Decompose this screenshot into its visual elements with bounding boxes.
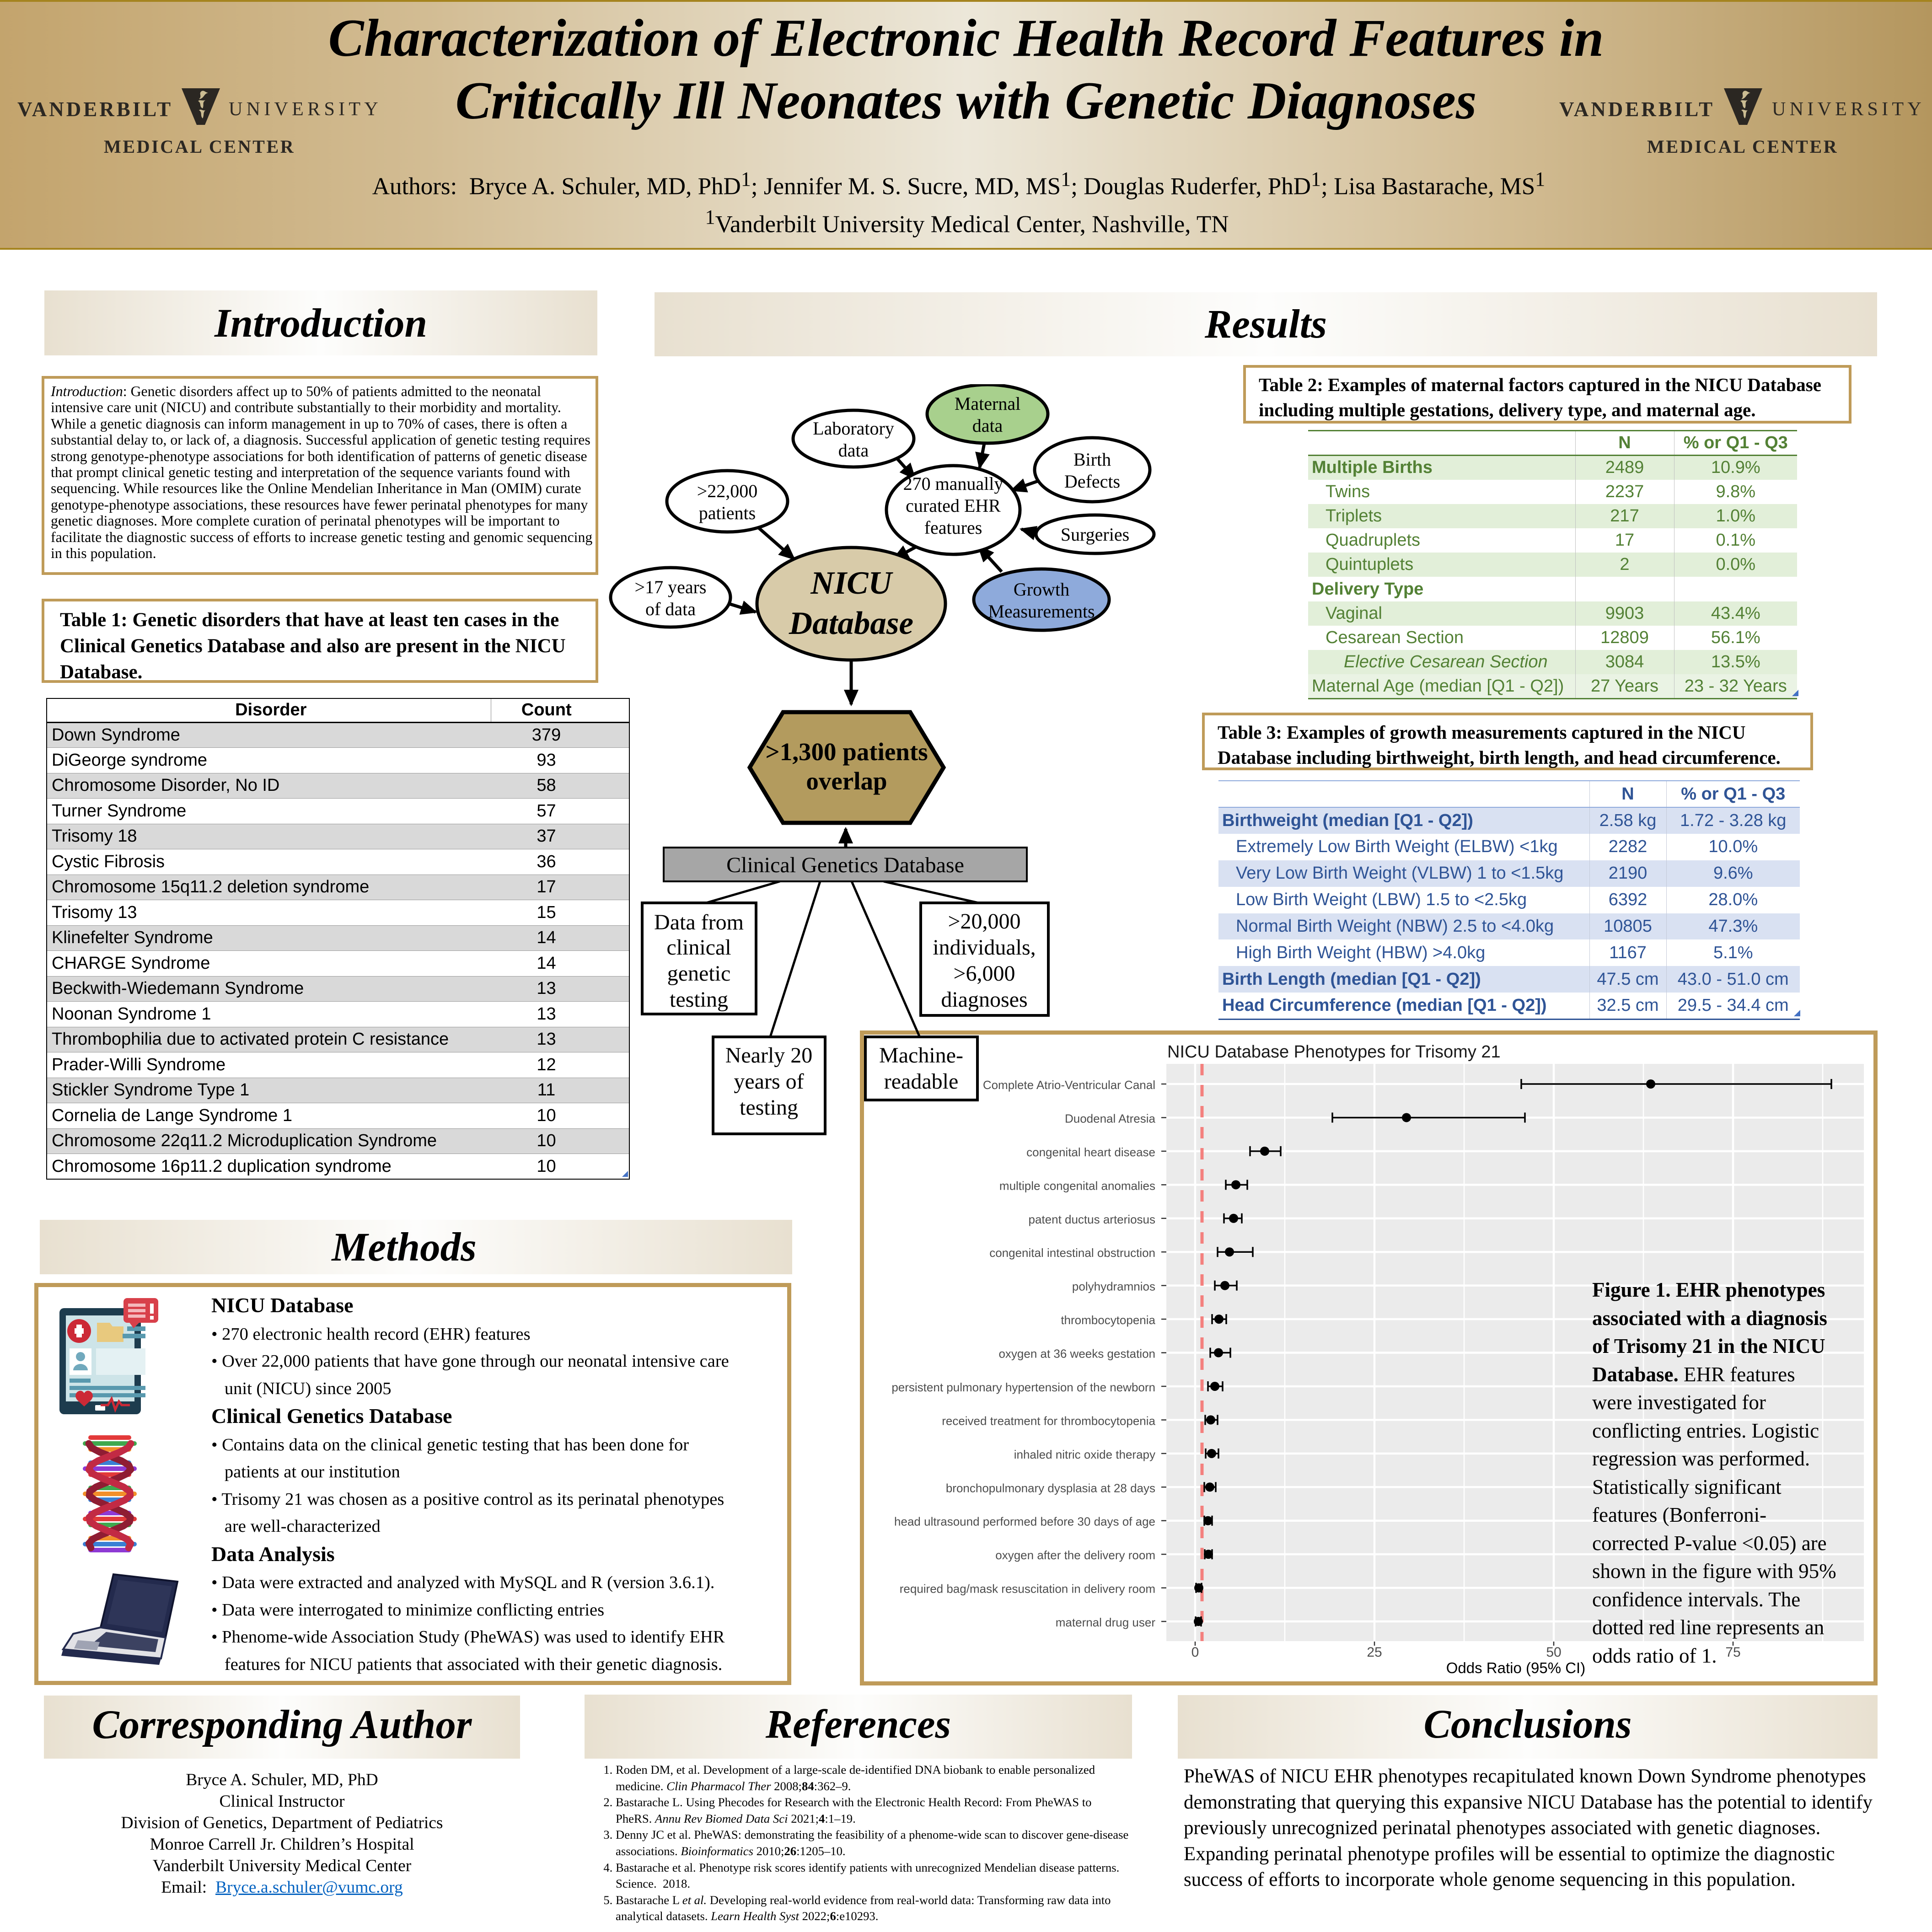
svg-text:maternal drug user: maternal drug user [1056,1615,1156,1629]
svg-text:genetic: genetic [667,961,731,986]
svg-text:Data from: Data from [654,910,744,934]
svg-text:Maternal: Maternal [955,393,1020,414]
svg-text:Complete Atrio-Ventricular Can: Complete Atrio-Ventricular Canal [983,1078,1155,1092]
svg-text:0: 0 [1191,1645,1199,1660]
svg-text:testing: testing [670,987,728,1012]
svg-text:>20,000: >20,000 [948,909,1020,934]
svg-text:testing: testing [740,1095,798,1120]
svg-text:congenital intestinal obstruct: congenital intestinal obstruction [989,1246,1155,1260]
svg-text:75: 75 [1725,1645,1740,1660]
svg-text:NICU Database Phenotypes for T: NICU Database Phenotypes for Trisomy 21 [1167,1042,1501,1062]
svg-text:Measurements: Measurements [988,601,1095,622]
svg-text:multiple congenital anomalies: multiple congenital anomalies [999,1179,1155,1192]
svg-text:>1,300 patients: >1,300 patients [765,738,928,766]
svg-text:features: features [924,517,982,538]
svg-text:clinical: clinical [666,935,731,960]
svg-text:patent ductus arteriosus: patent ductus arteriosus [1029,1213,1156,1226]
svg-text:thrombocytopenia: thrombocytopenia [1061,1313,1155,1327]
svg-text:25: 25 [1367,1645,1382,1660]
svg-text:Growth: Growth [1014,579,1069,600]
svg-text:years of: years of [734,1069,804,1094]
svg-text:Surgeries: Surgeries [1061,524,1129,545]
svg-text:oxygen at 36 weeks gestation: oxygen at 36 weeks gestation [998,1347,1155,1361]
svg-text:>22,000: >22,000 [697,481,758,501]
svg-text:overlap: overlap [806,767,887,795]
svg-text:Machine-: Machine- [879,1043,963,1068]
svg-text:Defects: Defects [1064,471,1120,492]
svg-text:50: 50 [1546,1645,1561,1660]
svg-text:Laboratory: Laboratory [813,418,894,439]
svg-text:head ultrasound performed befo: head ultrasound performed before 30 days… [894,1515,1155,1529]
svg-text:of data: of data [645,599,696,619]
svg-text:data: data [838,440,869,461]
svg-text:readable: readable [884,1069,959,1094]
svg-text:Database: Database [789,606,913,641]
svg-text:diagnoses: diagnoses [941,987,1027,1012]
svg-text:>6,000: >6,000 [953,961,1015,986]
svg-text:bronchopulmonary dysplasia at: bronchopulmonary dysplasia at 28 days [946,1481,1155,1495]
svg-text:Odds Ratio (95% CI): Odds Ratio (95% CI) [1446,1659,1585,1676]
svg-text:curated EHR: curated EHR [906,495,1001,516]
svg-text:polyhydramnios: polyhydramnios [1072,1280,1155,1293]
svg-text:congenital heart disease: congenital heart disease [1026,1145,1155,1159]
svg-text:Birth: Birth [1073,449,1111,470]
svg-text:persistent pulmonary hypertens: persistent pulmonary hypertension of the… [891,1380,1155,1394]
svg-text:270 manually: 270 manually [903,473,1004,494]
svg-text:inhaled nitric oxide therapy: inhaled nitric oxide therapy [1014,1448,1155,1461]
svg-text:individuals,: individuals, [933,935,1036,960]
svg-text:Nearly 20: Nearly 20 [725,1043,813,1068]
svg-text:data: data [972,415,1003,436]
svg-text:Clinical Genetics Database: Clinical Genetics Database [726,853,964,877]
svg-text:received treatment for thrombo: received treatment for thrombocytopenia [942,1414,1155,1428]
svg-text:Duodenal Atresia: Duodenal Atresia [1065,1111,1156,1125]
svg-text:NICU: NICU [810,565,893,601]
svg-text:>17 years: >17 years [635,577,707,597]
svg-text:required bag/mask resuscitatio: required bag/mask resuscitation in deliv… [900,1582,1155,1596]
svg-text:oxygen after the delivery room: oxygen after the delivery room [995,1548,1155,1562]
svg-text:patients: patients [699,503,756,523]
